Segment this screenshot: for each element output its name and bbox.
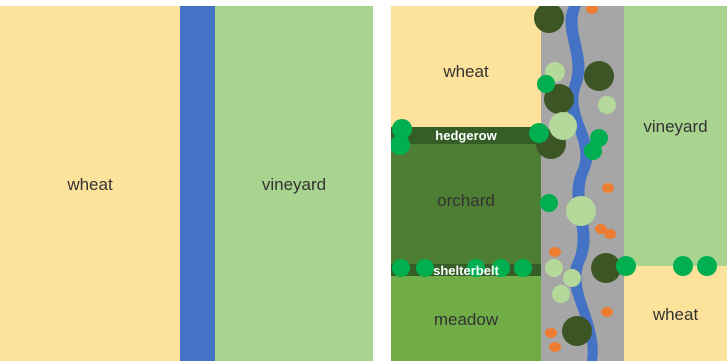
simple-landscape-panel: wheat vineyard [0,6,373,361]
river-channel [180,6,215,361]
flower [602,183,614,193]
tree-dark [534,6,564,33]
tree-light [549,112,577,140]
river-and-vegetation [391,6,717,361]
wheat-field: wheat [0,6,180,361]
shrub [514,259,532,277]
hedgerow-label-overlay: hedgerow [421,127,511,144]
orange-flowers [545,6,616,352]
flower [604,229,616,239]
flower [595,224,607,234]
shrub [391,135,410,155]
vineyard-field: vineyard [215,6,373,361]
tree-light [545,259,563,277]
shrub [540,194,558,212]
tree-light [598,96,616,114]
hedgerow-band: hedgerow [391,127,541,144]
shrub [537,75,555,93]
tree-dark [562,316,592,346]
orchard-field: orchard [391,144,541,264]
shrub [697,256,717,276]
flower [549,342,561,352]
wheat-field-bottom: wheat [624,266,727,361]
shrub [492,259,510,277]
flower [545,328,557,338]
shrub [467,259,485,277]
shrub [584,142,602,160]
flower [549,247,561,257]
shrub [673,256,693,276]
vineyard-right-label: vineyard [643,117,708,136]
diversified-landscape-panel: wheat hedgerow orchard shelterbelt meado… [391,6,727,361]
vineyard-field-right: vineyard [624,6,727,266]
wheat-bottom-label: wheat [652,304,699,324]
wheat-field-label: wheat [67,174,113,194]
flower [586,6,598,14]
tree-light [566,196,596,226]
shelterbelt-label-overlay: shelterbelt [421,260,511,280]
meadow-label: meadow [433,309,499,329]
shrub [392,119,412,139]
wheat-field-top: wheat [391,6,541,127]
flower [601,307,613,317]
shrub [616,256,636,276]
tree-dark [544,84,574,114]
tree-dark [584,61,614,91]
wheat-top-label: wheat [443,61,489,81]
orchard-label: orchard [437,191,495,210]
tree-light [563,269,581,287]
shrub [529,123,549,143]
shrub [392,259,410,277]
dark-trees [534,6,621,346]
meandering-river [565,6,598,361]
green-shrubs [391,75,717,277]
tree-light [552,285,570,303]
hedgerow-overlay-text: hedgerow [435,128,497,143]
shelterbelt-overlay-text: shelterbelt [433,262,499,278]
meadow-field: meadow [391,276,541,361]
vineyard-field-label: vineyard [261,174,327,194]
shrub [416,259,434,277]
tree-dark [591,253,621,283]
